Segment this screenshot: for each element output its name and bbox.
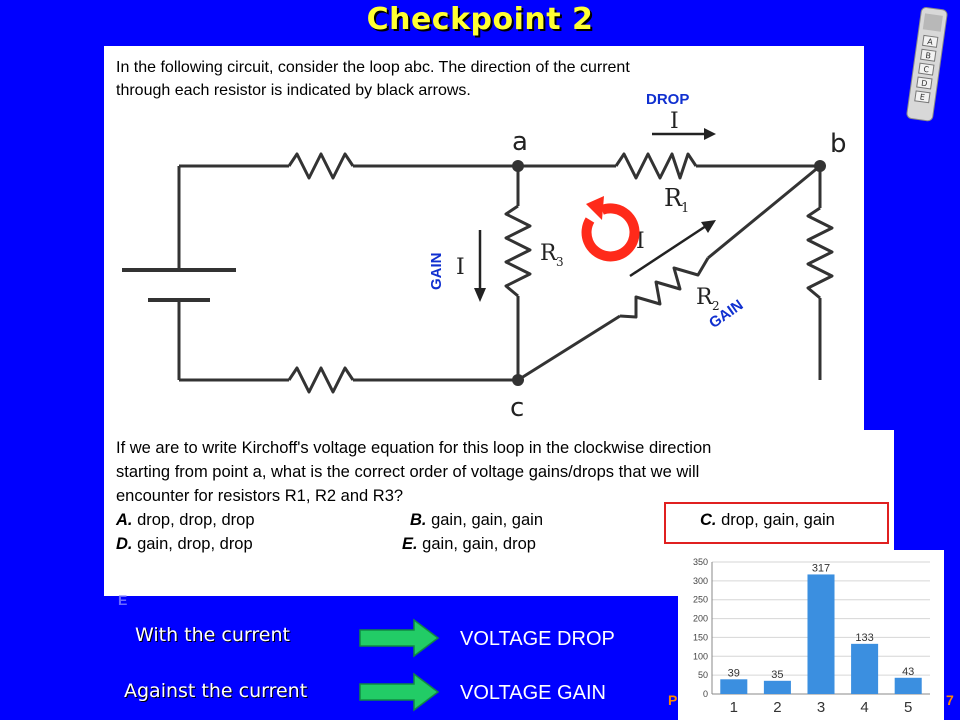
resistor-top-left (287, 152, 355, 180)
bar-value-label: 43 (902, 666, 914, 678)
clicker-key-label: B (925, 51, 932, 61)
question-line-3: encounter for resistors R1, R2 and R3? (116, 487, 404, 505)
correct-answer-highlight (664, 502, 889, 544)
current-arrow-r1-head (704, 128, 716, 140)
y-tick-label: 350 (693, 557, 708, 567)
resistor-r3 (504, 204, 532, 298)
bar-value-label: 39 (728, 667, 740, 679)
clicker-key-e (914, 90, 931, 104)
footer-fragment-right: 7 (946, 692, 954, 708)
resistor-right (806, 206, 834, 300)
wire-diagonal-upper (707, 164, 821, 260)
r2-subscript: 2 (712, 299, 720, 313)
clicker-key-d (916, 76, 933, 90)
intro-line-1: In the following circuit, consider the l… (116, 59, 630, 76)
bar-value-label: 317 (812, 562, 830, 574)
r3-subscript: 3 (556, 255, 564, 269)
wire-diagonal-lower (517, 314, 621, 382)
clicker-key-label: E (919, 93, 925, 103)
options-row-2: D. gain, drop, drop E. gain, gain, drop (116, 532, 882, 556)
green-arrow-icon (359, 672, 440, 712)
current-label-r2: I (636, 229, 645, 254)
circuit-diagram: a b c R 1 R 3 R 2 I I I (104, 108, 864, 430)
rule-result-drop: VOLTAGE DROP (460, 628, 615, 650)
slide-title: Checkpoint 2 (366, 2, 594, 37)
y-tick-label: 200 (693, 614, 708, 624)
clockwise-loop-arrow-icon (581, 196, 640, 262)
x-tick-label: 2 (773, 699, 781, 716)
options-row-1: A. drop, drop, drop B. gain, gain, gain … (116, 508, 882, 532)
intro-line-2: through each resistor is indicated by bl… (116, 82, 471, 99)
bar-value-label: 35 (771, 669, 783, 681)
option-a[interactable]: A. drop, drop, drop (116, 511, 255, 529)
x-tick-label: 1 (730, 699, 738, 716)
node-b-dot (814, 160, 826, 172)
clicker-key-a (921, 34, 939, 48)
x-tick-label: 5 (904, 699, 912, 716)
clicker-key-label: A (927, 37, 934, 47)
bar-value-label: 133 (855, 632, 873, 644)
option-d[interactable]: D. gain, drop, drop (116, 535, 253, 553)
x-tick-label: 4 (860, 699, 868, 716)
resistor-bottom-left (287, 366, 355, 394)
r2-label: R (696, 285, 714, 310)
stray-letter: E (118, 592, 128, 608)
option-e[interactable]: E. gain, gain, drop (402, 535, 536, 553)
r1-subscript: 1 (681, 201, 689, 216)
option-c[interactable]: C. drop, gain, gain (700, 511, 835, 529)
question-line-2: starting from point a, what is the corre… (116, 463, 700, 481)
node-c-label: c (510, 393, 524, 423)
rule-against-current: Against the current (124, 680, 308, 702)
bar-3 (807, 574, 835, 694)
y-tick-label: 150 (693, 632, 708, 642)
node-b-label: b (830, 129, 847, 159)
current-arrow-r2-head (701, 220, 716, 233)
y-tick-label: 250 (693, 595, 708, 605)
rule-with-current: With the current (135, 624, 290, 646)
bar-1 (720, 679, 748, 694)
y-tick-label: 0 (703, 689, 708, 699)
node-a-label: a (512, 127, 528, 157)
option-b[interactable]: B. gain, gain, gain (410, 511, 544, 529)
footer-fragment-left: P (668, 692, 678, 708)
current-label-r3: I (456, 255, 465, 280)
green-arrow-icon (359, 618, 440, 658)
r1-label: R (664, 184, 683, 212)
clicker-key-c (918, 62, 935, 76)
resistor-r2 (619, 257, 710, 319)
x-tick-label: 3 (817, 699, 825, 716)
question-line-1: If we are to write Kirchoff's voltage eq… (116, 439, 712, 457)
y-tick-label: 300 (693, 576, 708, 586)
intro-text-box: In the following circuit, consider the l… (104, 46, 864, 108)
clicker-key-b (920, 48, 937, 62)
clicker-key-label: C (923, 65, 930, 75)
node-c-dot (512, 374, 524, 386)
r3-label: R (540, 241, 558, 266)
node-a-dot (512, 160, 524, 172)
clicker-key-label: D (921, 79, 928, 89)
battery-icon (122, 268, 236, 302)
current-label-r1: I (670, 109, 679, 134)
rule-result-gain: VOLTAGE GAIN (460, 682, 606, 704)
y-tick-label: 50 (698, 670, 708, 680)
bar-5 (894, 677, 922, 694)
current-arrow-r3-head (474, 288, 486, 302)
bar-2 (763, 680, 791, 694)
drop-label: DROP (646, 91, 690, 108)
results-bar-chart: 0 50 100 150 200 250 300 350 39 1 35 2 317 3 133 4 43 5 (678, 550, 944, 720)
y-tick-label: 100 (693, 651, 708, 661)
gain-label-r3: GAIN (428, 252, 445, 291)
question-box: If we are to write Kirchoff's voltage eq… (104, 430, 894, 596)
resistor-r1 (614, 152, 698, 180)
bar-4 (851, 643, 879, 694)
